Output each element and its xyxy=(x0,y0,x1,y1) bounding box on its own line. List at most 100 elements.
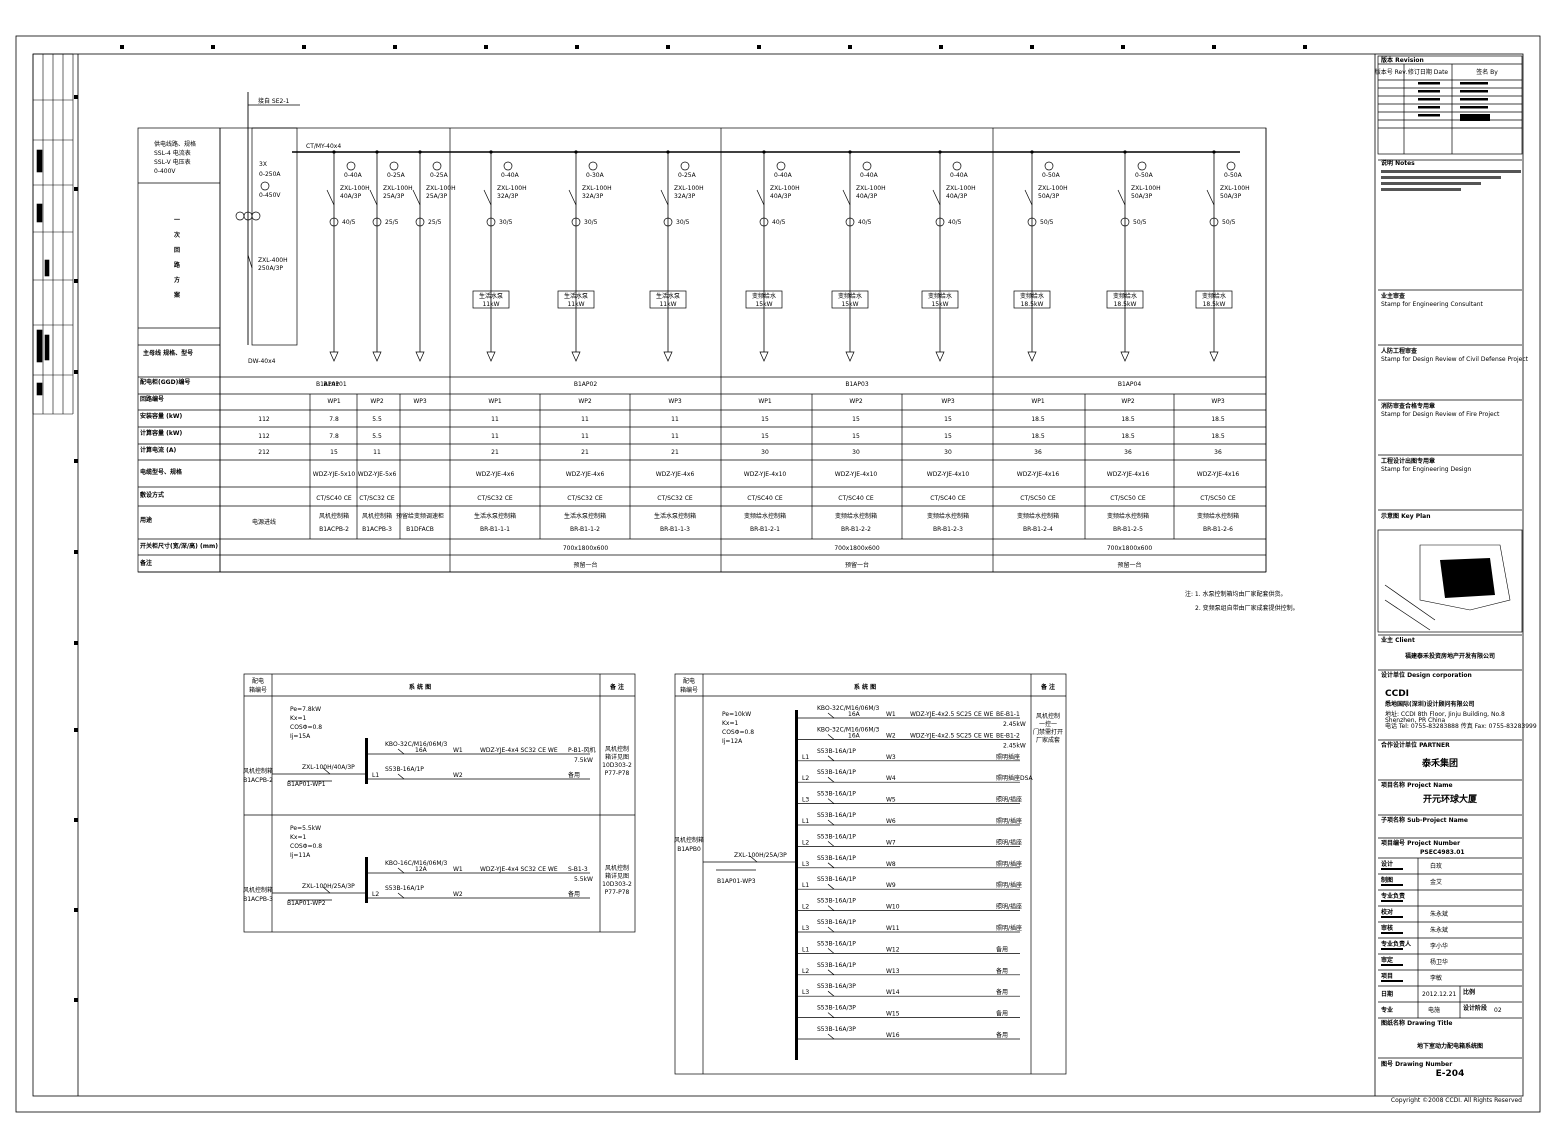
box-remark: 箱详见图 xyxy=(605,753,629,761)
circuit-phase: L1 xyxy=(802,754,809,761)
feeder-installed: 15 xyxy=(944,416,952,423)
circuit-no: W12 xyxy=(886,946,900,953)
circuit-no: W1 xyxy=(453,866,463,873)
circuit-breaker: S53B-16A/1P xyxy=(817,962,856,969)
feeder-breaker-rating: 40A/3P xyxy=(946,193,968,200)
project-label: 项目名称 Project Name xyxy=(1381,781,1453,789)
feeder-breaker-symbol xyxy=(412,189,421,206)
row-header-calc_current: 计算电流 (A) xyxy=(140,446,176,454)
circuit-load-kw: 2.45kW xyxy=(1003,721,1026,728)
feeder-current: 15 xyxy=(330,449,338,456)
box-remark: 10D303-2 xyxy=(602,762,632,769)
circuit-breaker-symbol xyxy=(827,1033,835,1040)
feeder-ct: 50/5 xyxy=(1040,219,1054,226)
stamp-label-cn: 业主审查 xyxy=(1381,292,1405,300)
circuit-breaker: S53B-16A/3P xyxy=(817,1005,856,1012)
margin-stamp-mark xyxy=(44,334,50,361)
feeder-outlet-symbol xyxy=(845,351,855,362)
circuit-breaker: S53B-16A/1P xyxy=(817,812,856,819)
load-box-kw: 15kW xyxy=(931,301,948,308)
client-label: 业主 Client xyxy=(1381,636,1415,644)
box-right-remark: 一控一 xyxy=(1039,720,1057,728)
outer-border xyxy=(15,35,1541,1113)
row-header-size: 开关柜尺寸(宽/深/高) (mm) xyxy=(140,542,218,550)
feeder-cable: WDZ-YJE-4x6 xyxy=(476,471,515,478)
design-label: 设计单位 Design corporation xyxy=(1381,671,1472,679)
feeder-usage: 生活水泵控制箱 xyxy=(654,512,696,520)
ammeter-symbol xyxy=(346,161,356,171)
box-param: Pe=5.5kW xyxy=(290,825,321,832)
circuit-no: W1 xyxy=(886,711,896,718)
incomer-breaker-label: ZXL-400H xyxy=(258,257,288,264)
revision-redaction xyxy=(1460,98,1488,101)
load-box-kw: 18.5kW xyxy=(1203,301,1226,308)
current-transformer-symbol xyxy=(235,211,245,221)
circuit-load: S-B1-3 xyxy=(568,866,588,873)
drawing-number-label: 图号 Drawing Number xyxy=(1381,1060,1452,1068)
circuit-cable: WDZ-YJE-4x2.5 SC25 CE WE xyxy=(910,711,994,718)
feeder-usage: 变频给水控制箱 xyxy=(1197,512,1239,520)
feeder-breaker: ZXL-100H xyxy=(383,185,413,192)
feeder-ammeter: 0-40A xyxy=(774,172,793,179)
feeder-breaker-symbol xyxy=(842,189,851,206)
role-label-underline xyxy=(1381,964,1403,966)
feeder-breaker-rating: 40A/3P xyxy=(856,193,878,200)
incomer-ct-rating: 0-250A xyxy=(259,171,281,178)
circuit-breaker: S53B-16A/1P xyxy=(385,885,424,892)
ct-symbol xyxy=(571,217,581,227)
binding-margin-strip xyxy=(32,53,74,415)
circuit-breaker-symbol xyxy=(827,862,835,869)
date-label: 日期 xyxy=(1381,990,1393,998)
feeder-outlet-symbol xyxy=(329,351,339,362)
feeder-usage: 生活水泵控制箱 xyxy=(564,512,606,520)
ammeter-symbol xyxy=(432,161,442,171)
circuit-breaker-symbol xyxy=(827,905,835,911)
feeder-installed: 18.5 xyxy=(1121,416,1135,423)
feeder-ct: 30/5 xyxy=(499,219,513,226)
feeder-breaker: ZXL-100H xyxy=(1038,185,1068,192)
ruler-tick-top xyxy=(575,45,579,49)
role-label-underline xyxy=(1381,932,1403,934)
feeder-laying: CT/SC50 CE xyxy=(1020,495,1056,502)
feeder-breaker-symbol xyxy=(1024,189,1033,206)
distribution-box-schedule-left: 配电箱编号系 统 图备 注风机控制箱B1ACPB-2Pe=7.8kWKx=1CO… xyxy=(243,673,636,933)
role-label-underline xyxy=(1381,948,1403,950)
role-label-underline xyxy=(1381,884,1403,886)
feeder-breaker: ZXL-100H xyxy=(856,185,886,192)
feeder-usage-code: BR-B1-2-4 xyxy=(1023,526,1053,533)
circuit-breaker: S53B-16A/1P xyxy=(817,833,856,840)
feeder-usage: 变频给水控制箱 xyxy=(744,512,786,520)
feeder-calc: 11 xyxy=(491,433,499,440)
distribution-box-schedule-right: 配电箱编号系 统 图备 注风机控制箱B1APB0Pe=10kWKx=1COSΦ=… xyxy=(674,673,1067,1075)
incomer-breaker-rating: 250A/3P xyxy=(258,265,283,272)
feeder-no: WP1 xyxy=(1031,398,1045,405)
feeder-outlet-symbol xyxy=(663,351,673,362)
circuit-no: W16 xyxy=(886,1032,900,1039)
feeder-breaker-symbol xyxy=(369,189,378,206)
feeder-usage: 变频给水控制箱 xyxy=(1017,512,1059,520)
border-ticks xyxy=(74,45,1307,1002)
feeder-breaker-rating: 25A/3P xyxy=(426,193,448,200)
circuit-phase: L3 xyxy=(802,861,809,868)
box-right-param: Pe=10kW xyxy=(722,711,751,718)
box-busbar xyxy=(365,857,368,903)
onewire-header-char: 次 xyxy=(174,231,180,239)
feeder-ammeter: 0-50A xyxy=(1135,172,1154,179)
project-number: PSEC4983.01 xyxy=(1420,849,1465,856)
load-box-kw: 15kW xyxy=(841,301,858,308)
ruler-tick-left xyxy=(74,550,78,554)
ruler-tick-left xyxy=(74,641,78,645)
row-header-calc_power: 计算容量 (kW) xyxy=(140,429,182,437)
feeder-current: 21 xyxy=(581,449,589,456)
ruler-tick-top xyxy=(939,45,943,49)
onewire-header-char: 一 xyxy=(174,217,180,224)
margin-stamp-mark xyxy=(36,149,43,173)
circuit-breaker-symbol xyxy=(397,773,405,780)
revision-col-header: 版本号 Rev. xyxy=(1375,68,1408,76)
feeder-outlet-symbol xyxy=(759,351,769,362)
circuit-cable: WDZ-YJE-4x4 SC32 CE WE xyxy=(480,747,558,754)
circuit-breaker-symbol xyxy=(827,948,835,954)
ruler-tick-left xyxy=(74,459,78,463)
row-header-usage: 用途 xyxy=(139,516,153,524)
feeder-cable: WDZ-YJE-5x10 xyxy=(313,471,356,478)
